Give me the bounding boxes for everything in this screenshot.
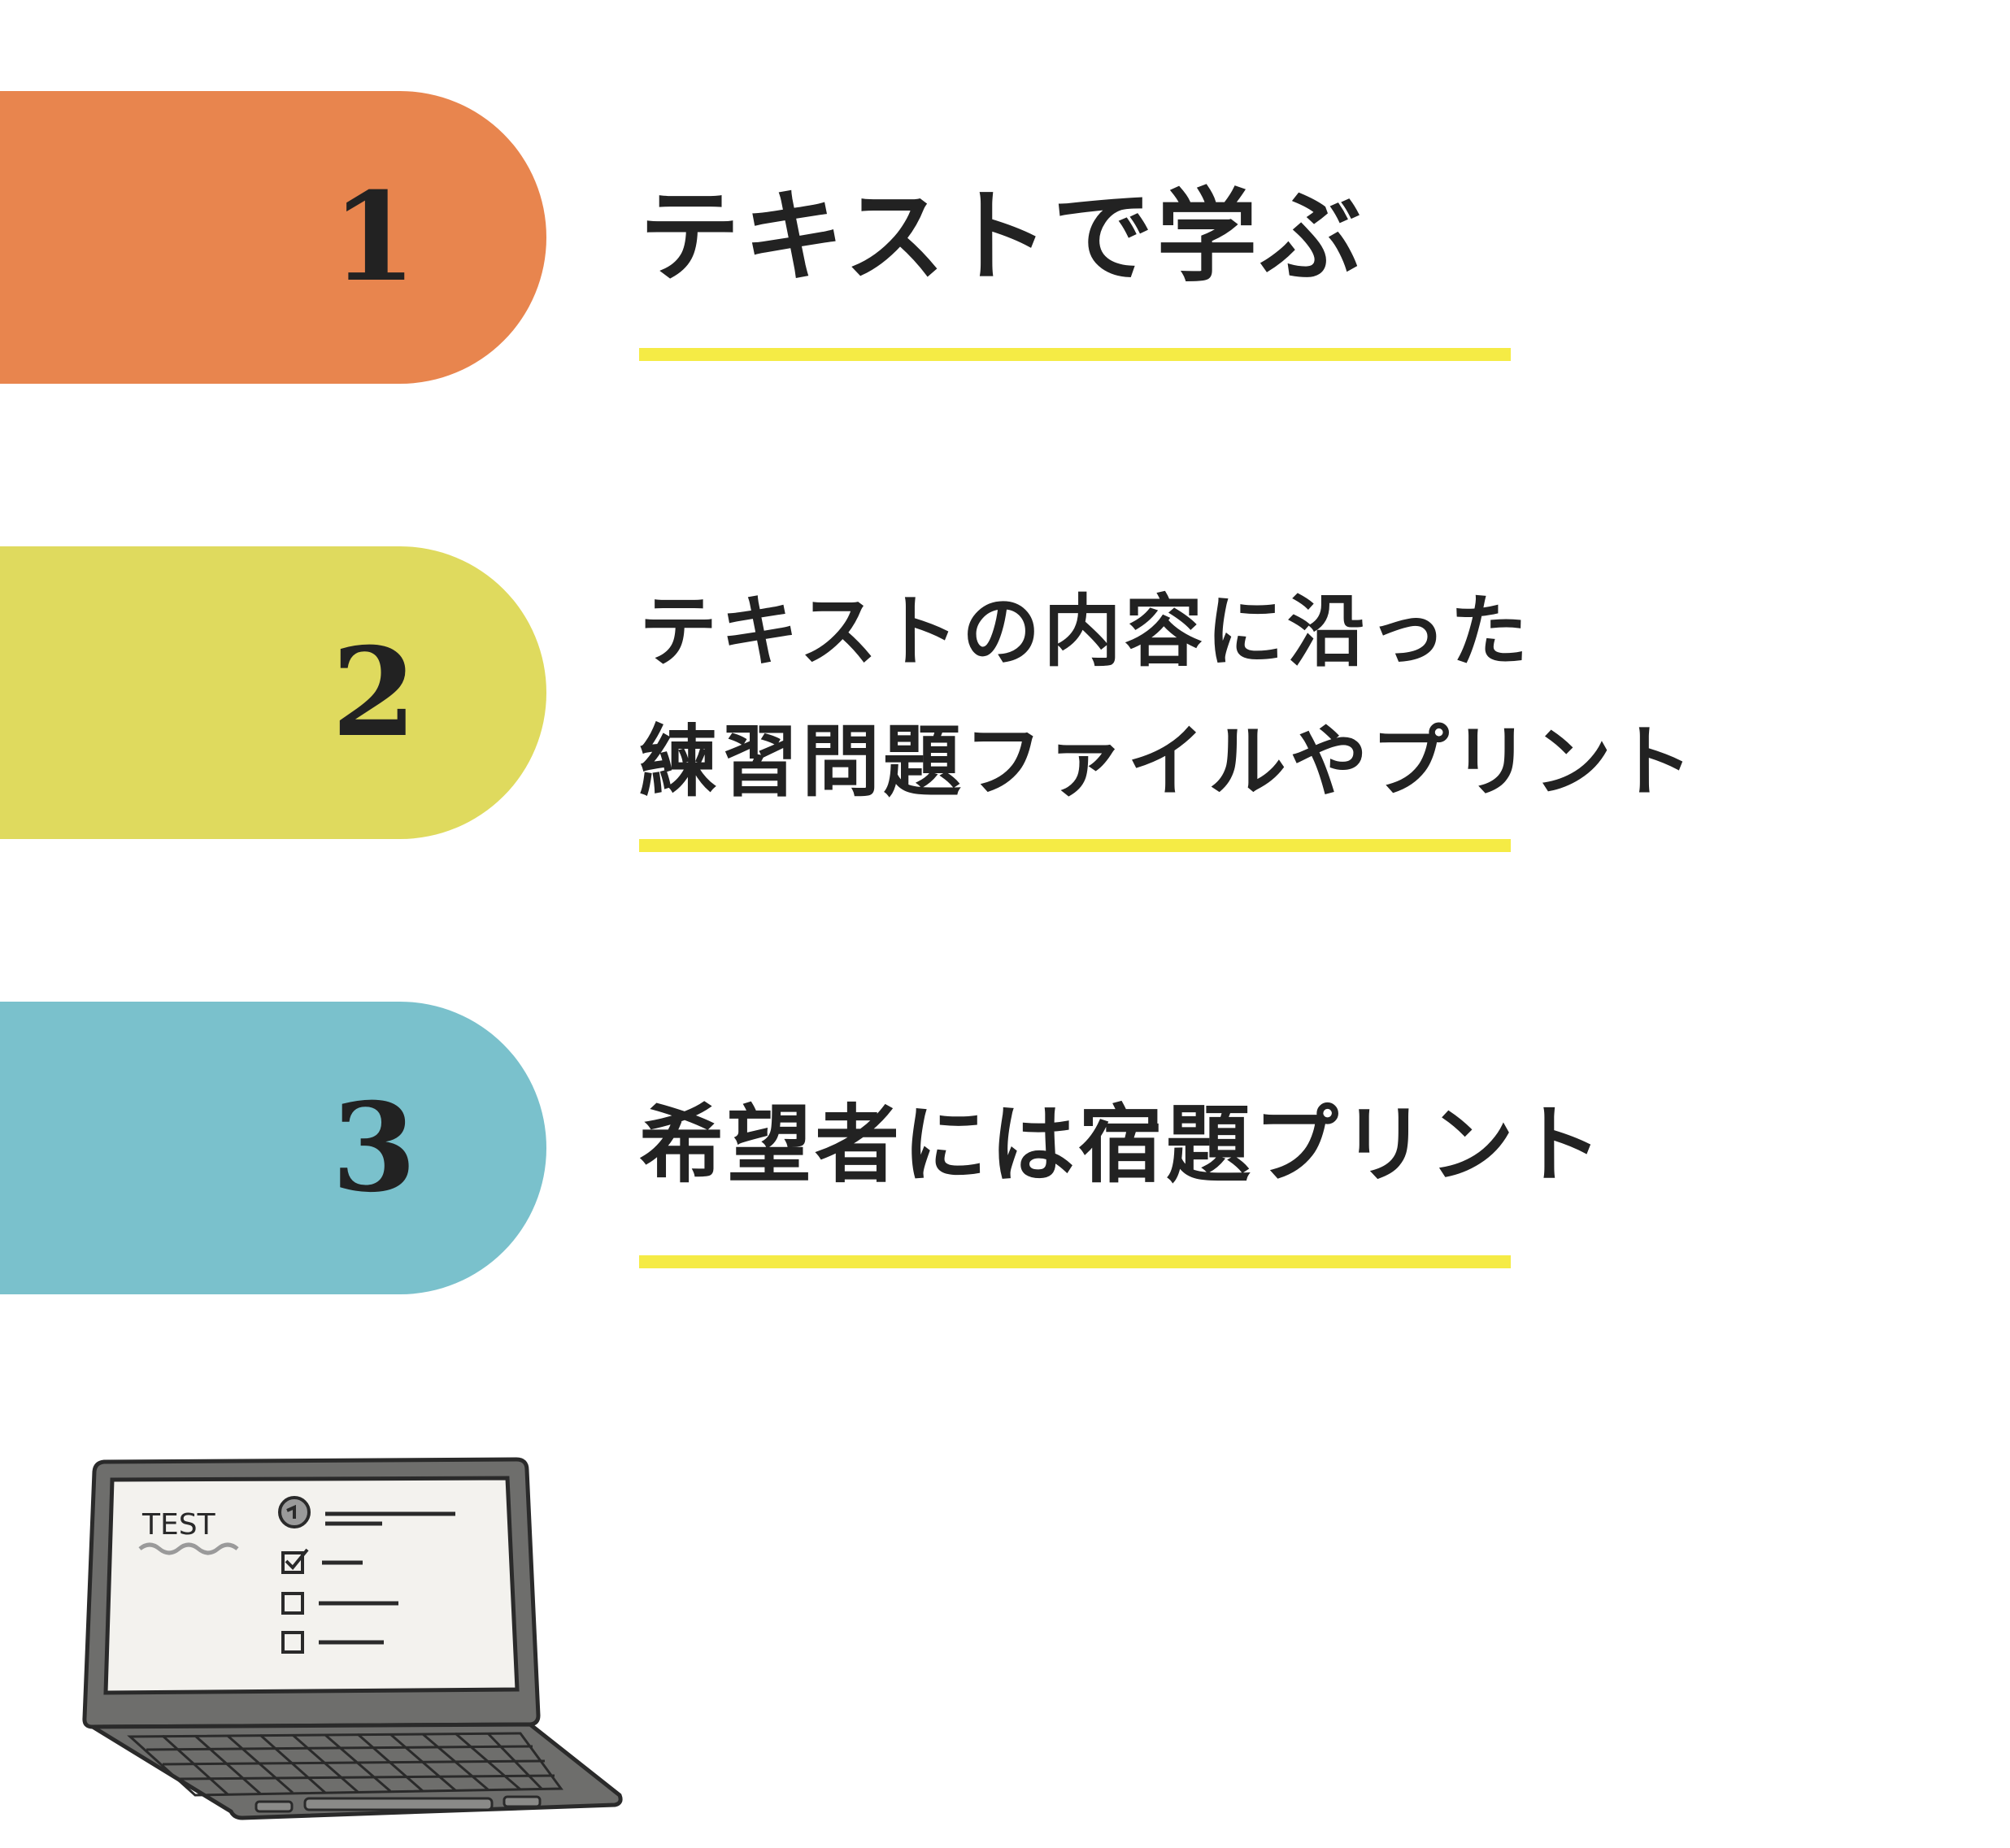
step-3-underline (639, 1255, 1511, 1268)
step-2-pill (0, 546, 546, 839)
step-1-title: テキストで学ぶ (639, 179, 1365, 296)
step-3-pill (0, 1002, 546, 1294)
step-2-underline (639, 839, 1511, 852)
step-1: 1 テキストで学ぶ (0, 91, 2010, 384)
step-3: 3 希望者には宿題プリント (0, 1002, 2010, 1294)
step-2-title-line-1: テキストの内容に沿った (639, 586, 1532, 677)
laptop-test-icon: TEST (82, 1457, 623, 1820)
step-1-pill (0, 91, 546, 384)
step-1-underline (639, 348, 1511, 361)
step-3-title: 希望者には宿題プリント (639, 1095, 1606, 1194)
step-2-title-line-2: 練習問題ファイルやプリント (639, 716, 1696, 807)
laptop-screen-title: TEST (141, 1508, 216, 1541)
step-3-number: 3 (331, 1076, 417, 1220)
step-2: 2 テキストの内容に沿った 練習問題ファイルやプリント (0, 546, 2010, 852)
step-2-number: 2 (331, 621, 417, 764)
step-1-number: 1 (331, 166, 417, 309)
